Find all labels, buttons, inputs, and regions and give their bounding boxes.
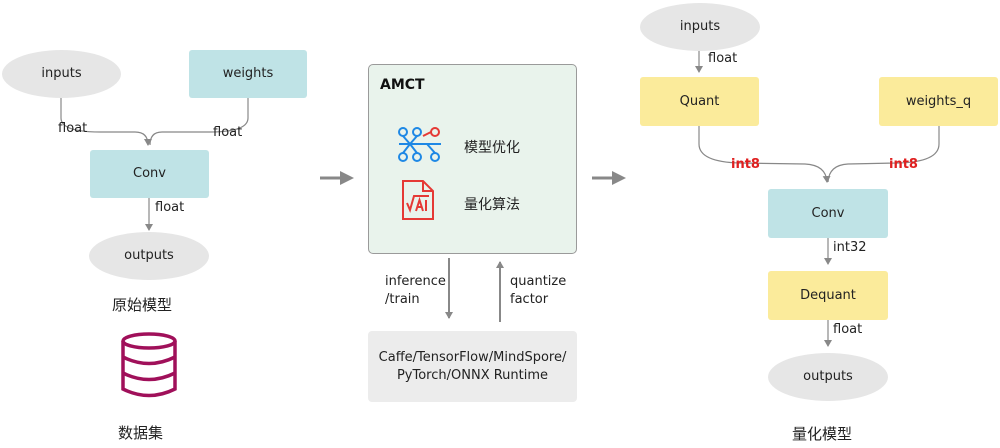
edge-label-quantize: quantize — [510, 274, 567, 289]
edge-label-conv-out: float — [155, 200, 185, 215]
q-inputs-node: inputs — [640, 3, 760, 51]
framework-box: Caffe/TensorFlow/MindSpore/ PyTorch/ONNX… — [368, 331, 577, 402]
edge-weightsq-conv — [827, 126, 940, 183]
ai-algorithm-icon — [402, 180, 434, 220]
amct-item-quant-algorithm: 量化算法 — [464, 197, 520, 213]
q-edge-label-conv: int32 — [833, 240, 867, 255]
outputs-node: outputs — [89, 232, 209, 280]
arrow-right-icon-head-1 — [340, 171, 354, 185]
edge-quant-conv — [698, 126, 831, 183]
original-model-caption: 原始模型 — [112, 296, 173, 314]
q-conv-node: Conv — [768, 189, 888, 238]
framework-line2: PyTorch/ONNX Runtime — [396, 367, 549, 383]
amct-item-model-optimization: 模型优化 — [464, 140, 520, 156]
framework-line1: Caffe/TensorFlow/MindSpore/ — [378, 349, 567, 365]
network-optimization-icon — [398, 127, 441, 162]
conv-node: Conv — [90, 150, 209, 198]
quant-model-caption: 量化模型 — [792, 425, 853, 443]
edge-label-inputs: float — [58, 121, 88, 136]
dequant-node: Dequant — [768, 271, 888, 320]
arrow-right-icon-head-2 — [612, 171, 626, 185]
weights-q-node: weights_q — [879, 77, 998, 126]
amct-panel: AMCT 模型优化 量化算法 — [368, 64, 577, 254]
q-outputs-node: outputs — [768, 353, 888, 401]
inputs-node: inputs — [2, 50, 121, 98]
q-edge-label-inputs: float — [708, 51, 738, 66]
edge-label-train: /train — [385, 292, 420, 307]
edge-label-weights: float — [213, 125, 243, 140]
amct-title: AMCT — [380, 77, 425, 93]
q-edge-label-weights-q: int8 — [889, 157, 918, 172]
quant-node: Quant — [640, 77, 759, 126]
edge-label-factor: factor — [510, 292, 549, 307]
q-edge-label-dequant: float — [833, 322, 863, 337]
database-icon — [121, 332, 177, 398]
edge-weights-conv — [149, 98, 249, 146]
weights-node: weights — [189, 50, 307, 98]
edge-label-inference: inference — [385, 274, 446, 289]
edge-inputs-conv — [60, 97, 152, 146]
q-edge-label-quant: int8 — [731, 157, 760, 172]
dataset-caption: 数据集 — [118, 424, 164, 442]
